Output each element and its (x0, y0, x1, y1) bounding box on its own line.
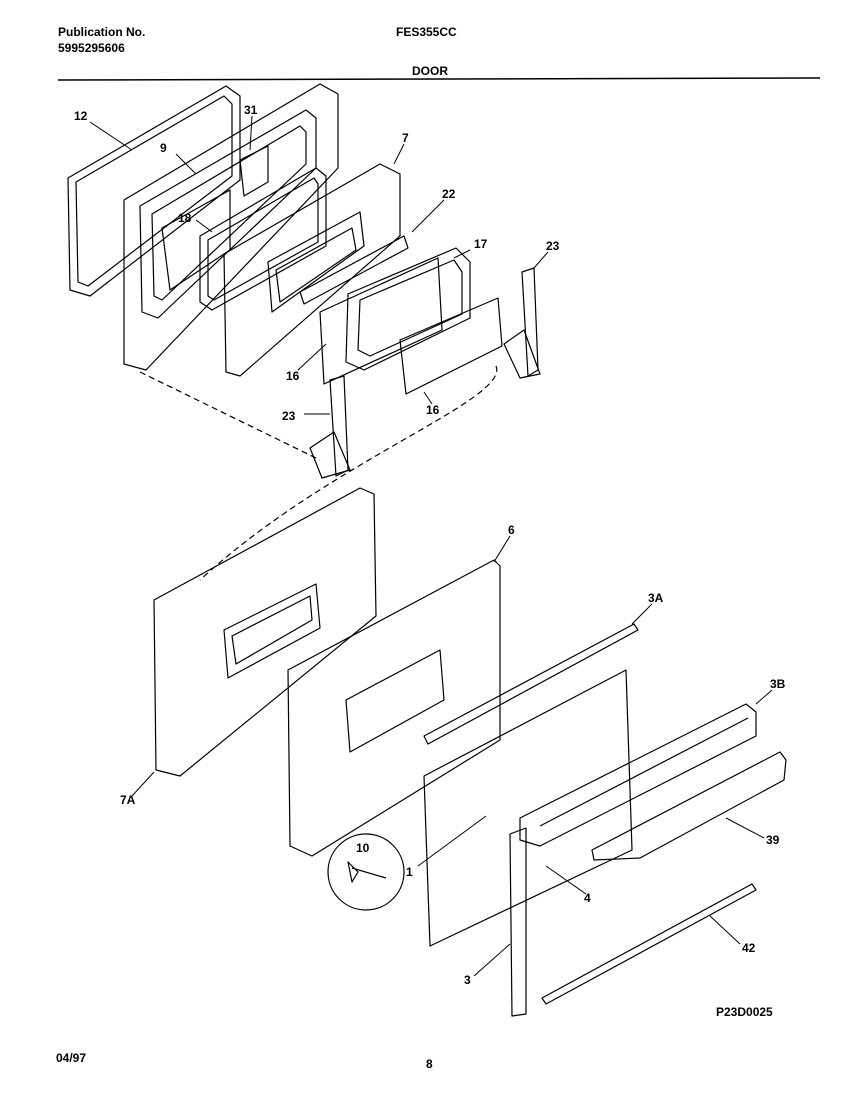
part-31-bracket (239, 145, 269, 197)
callout-23-left: 23 (282, 409, 296, 423)
part-16-glass-lower (399, 297, 503, 395)
callout-3: 3 (464, 973, 471, 987)
part-18-window (199, 167, 327, 311)
part-10-detail-circle (327, 833, 405, 911)
figure-code: P23D0025 (716, 1005, 773, 1019)
callout-6: 6 (508, 523, 515, 537)
callout-39: 39 (766, 833, 780, 847)
part-3-trim (509, 827, 527, 1017)
part-23-hinge-right (503, 267, 541, 379)
footer-date: 04/97 (56, 1051, 87, 1065)
header-rule (57, 77, 821, 81)
model-number: FES355CC (396, 25, 457, 39)
callout-3a: 3A (648, 591, 664, 605)
publication-label: Publication No. (58, 25, 146, 39)
callout-22: 22 (442, 187, 456, 201)
callout-18: 18 (178, 211, 192, 225)
part-3a-rod (423, 623, 639, 745)
callout-1: 1 (406, 865, 413, 879)
callout-9: 9 (160, 141, 167, 155)
assembly-leader-line (139, 365, 498, 581)
part-12-gasket (67, 85, 241, 297)
part-42-hinge-bar (541, 883, 757, 1005)
page-number: 8 (426, 1057, 433, 1071)
part-7a-door-panel (153, 487, 377, 777)
part-10-screw (347, 861, 387, 883)
callout-16-right: 16 (426, 403, 440, 417)
part-6-inner-panel (287, 559, 501, 857)
part-39-handle (591, 751, 787, 861)
callout-10: 10 (356, 841, 370, 855)
callout-4: 4 (584, 891, 591, 905)
part-23-hinge-left (309, 375, 351, 479)
callout-7a: 7A (120, 793, 136, 807)
part-3b-handle-bracket (519, 703, 757, 847)
callout-3b: 3B (770, 677, 786, 691)
part-1-glass-panel (423, 669, 633, 947)
callout-12: 12 (74, 109, 88, 123)
part-16-glass-upper (319, 257, 443, 385)
part-22-glass (299, 235, 409, 305)
callout-7: 7 (402, 131, 409, 145)
callout-16-left: 16 (286, 369, 300, 383)
part-7-outer-panel (223, 163, 401, 377)
publication-number: 5995295606 (58, 41, 125, 55)
callout-17: 17 (474, 237, 488, 251)
callout-23-right: 23 (546, 239, 560, 253)
callout-31: 31 (244, 103, 258, 117)
callout-42: 42 (742, 941, 756, 955)
section-title: DOOR (412, 64, 448, 78)
